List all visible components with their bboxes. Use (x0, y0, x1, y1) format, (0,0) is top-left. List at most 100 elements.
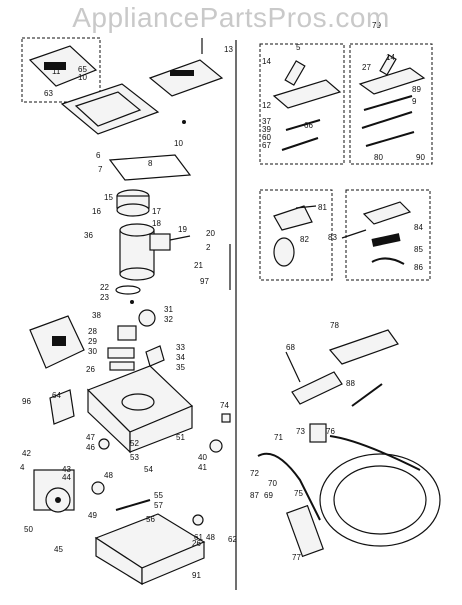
callout-14: 14 (262, 57, 271, 66)
callout-69: 69 (264, 491, 273, 500)
callout-10: 10 (78, 73, 87, 82)
main-housing (86, 365, 194, 454)
callout-10b: 10 (174, 139, 183, 148)
callout-17: 17 (152, 207, 161, 216)
nozzle-strip-80 (361, 111, 413, 129)
top-lid-assembly (148, 38, 224, 124)
callout-82: 82 (300, 235, 309, 244)
coupling-73 (309, 423, 327, 443)
callout-74: 74 (220, 401, 229, 410)
rod-55 (115, 499, 151, 511)
dusting-brush-group (259, 189, 333, 281)
brush-strip-37 (285, 119, 321, 131)
callout-55: 55 (154, 491, 163, 500)
hose-coil-inner (333, 465, 427, 535)
housing-side-right (129, 405, 193, 453)
callout-13: 13 (224, 45, 233, 54)
part-74 (221, 413, 231, 423)
callout-77: 77 (292, 553, 301, 562)
callout-7: 7 (98, 165, 103, 174)
crevice-tool-78 (328, 329, 399, 365)
part-40 (209, 439, 223, 453)
part-47 (98, 438, 110, 450)
callout-38: 38 (92, 311, 101, 320)
nozzle-side-right (141, 541, 205, 585)
tool-insert-85 (371, 233, 401, 247)
callout-41: 41 (198, 463, 207, 472)
callout-86: 86 (414, 263, 423, 272)
callout-18: 18 (152, 219, 161, 228)
floor-brush-group (259, 43, 345, 165)
callout-8: 8 (148, 159, 153, 168)
callout-96: 96 (22, 397, 31, 406)
callout-50: 50 (24, 525, 33, 534)
filter-slot (44, 62, 66, 70)
callout-44: 44 (62, 473, 71, 482)
callout-box-63 (21, 37, 101, 103)
callout-66: 66 (304, 121, 313, 130)
callout-28: 28 (88, 327, 97, 336)
callout-68: 68 (286, 343, 295, 352)
brush-82 (273, 237, 295, 267)
bracket-19 (149, 233, 171, 251)
motor-bottom (119, 267, 155, 281)
callout-30: 30 (88, 347, 97, 356)
callout-2: 2 (206, 243, 211, 252)
carpet-nozzle-group (349, 43, 433, 165)
callout-34: 34 (176, 353, 185, 362)
callout-63: 63 (44, 89, 53, 98)
callout-76: 76 (326, 427, 335, 436)
callout-26b: 26 (192, 539, 201, 548)
callout-48b: 48 (206, 533, 215, 542)
wand-68 (291, 371, 343, 405)
callout-16: 16 (92, 207, 101, 216)
latch-28 (117, 325, 137, 341)
handle-bracket-8 (108, 154, 192, 181)
callout-32: 32 (164, 315, 173, 324)
callout-56: 56 (146, 515, 155, 524)
filter-cover-assembly (21, 37, 192, 181)
callout-9: 9 (412, 97, 417, 106)
callout-35: 35 (176, 363, 185, 372)
panel-slot (52, 336, 66, 346)
part-48 (91, 481, 105, 495)
housing-opening (121, 393, 155, 411)
callout-43: 43 (62, 465, 71, 474)
callout-84: 84 (414, 223, 423, 232)
cover-inner (74, 91, 142, 127)
callout-26: 26 (86, 365, 95, 374)
wand-88 (351, 383, 383, 407)
callout-46: 46 (86, 443, 95, 452)
hose-connector-77 (286, 504, 324, 558)
callout-49: 49 (88, 511, 97, 520)
callout-19: 19 (178, 225, 187, 234)
callout-75: 75 (294, 489, 303, 498)
callout-85: 85 (414, 245, 423, 254)
callout-29: 29 (88, 337, 97, 346)
nozzle-strip-90 (365, 131, 415, 147)
callout-33: 33 (176, 343, 185, 352)
callout-51: 51 (176, 433, 185, 442)
top-lid (148, 59, 224, 97)
callout-61: 61 (194, 533, 203, 542)
callout-60: 60 (262, 133, 271, 142)
callout-48: 48 (104, 471, 113, 480)
nozzle-neck (379, 54, 397, 76)
cap-bottom (116, 203, 150, 217)
wheel-assembly (33, 469, 105, 513)
callout-14b: 14 (386, 53, 395, 62)
motor-stack (115, 189, 171, 327)
callout-65: 65 (78, 65, 87, 74)
callout-5: 5 (296, 43, 301, 52)
callout-83: 83 (328, 233, 337, 242)
callout-20: 20 (206, 229, 215, 238)
callout-64: 64 (52, 391, 61, 400)
part-29 (107, 347, 135, 359)
callout-box-5 (259, 43, 345, 165)
callout-27: 27 (362, 63, 371, 72)
callout-23: 23 (100, 293, 109, 302)
callout-53: 53 (130, 453, 139, 462)
leader-lines (169, 205, 367, 383)
callout-39: 39 (262, 125, 271, 134)
